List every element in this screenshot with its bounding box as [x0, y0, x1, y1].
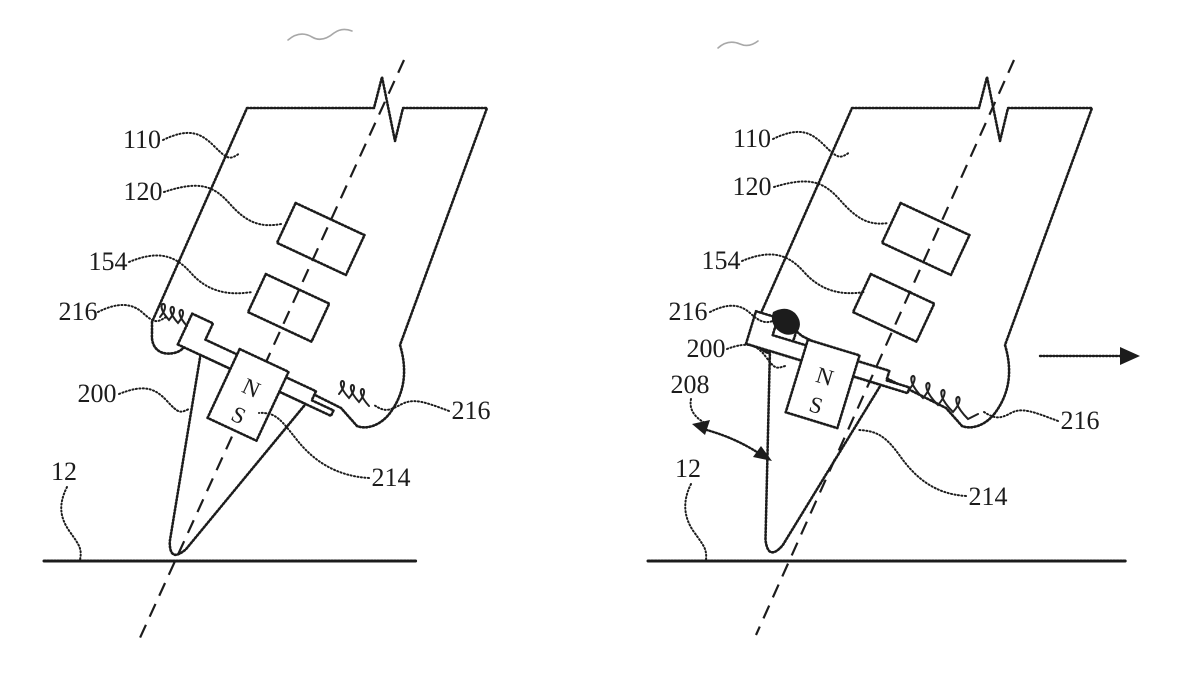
- scan-artifact: [717, 40, 759, 49]
- label-216-right: 216: [452, 396, 491, 425]
- leader-214: [858, 429, 967, 497]
- magnet: [784, 338, 861, 430]
- label-154: 154: [702, 246, 741, 275]
- leader-12: [684, 483, 708, 561]
- stylus-axis-dashed: [137, 59, 406, 641]
- leader-200: [118, 387, 190, 413]
- coil-spring-left: [159, 302, 188, 327]
- coil-spring-left-compressed: [771, 308, 800, 335]
- label-12: 12: [675, 454, 701, 483]
- label-214: 214: [372, 463, 411, 492]
- leader-110: [162, 131, 241, 159]
- figure-right: N S 110 120 154 216 200 208 12 21: [646, 59, 1140, 636]
- body-components: [246, 201, 366, 343]
- label-216-right: 216: [1061, 406, 1100, 435]
- leader-216-right: [373, 400, 450, 412]
- component-120: [275, 201, 366, 277]
- lateral-movement-arrow: [1038, 347, 1140, 365]
- label-216-left: 216: [669, 297, 708, 326]
- leader-120: [163, 184, 282, 227]
- coil-spring-right-extended: [907, 375, 979, 421]
- magnet-group: N S: [206, 347, 290, 443]
- leader-216-right: [983, 409, 1059, 422]
- leader-200: [726, 343, 786, 369]
- label-208: 208: [671, 370, 710, 399]
- coil-spring-right: [338, 380, 370, 407]
- label-120: 120: [124, 177, 163, 206]
- leader-12: [60, 486, 82, 561]
- figure-left: N S 110 120 154 216 200 12 214 216: [42, 59, 491, 641]
- label-120: 120: [733, 172, 772, 201]
- label-200: 200: [78, 379, 117, 408]
- tilt-double-arrow: [692, 420, 772, 461]
- scan-artifact: [287, 28, 353, 41]
- leader-214: [258, 411, 370, 479]
- leader-216-left: [97, 304, 167, 323]
- label-214: 214: [969, 482, 1008, 511]
- component-120: [880, 201, 971, 277]
- label-110: 110: [733, 124, 771, 153]
- leader-110: [772, 130, 851, 158]
- arrow-head-downright: [753, 446, 772, 461]
- magnet-group: N S: [784, 338, 861, 430]
- arrow-head-upleft: [692, 420, 710, 435]
- stylus-axis-dashed: [754, 59, 1016, 636]
- leader-120: [773, 180, 889, 225]
- label-216-left: 216: [59, 297, 98, 326]
- magnet-north-label: N: [813, 362, 837, 391]
- leader-216-left: [709, 304, 778, 324]
- arrow-head-right: [1120, 347, 1140, 365]
- leader-208: [689, 398, 706, 424]
- magnet: [206, 347, 290, 443]
- leader-154: [741, 253, 865, 295]
- component-154: [246, 272, 331, 343]
- label-110: 110: [123, 125, 161, 154]
- label-12: 12: [51, 457, 77, 486]
- label-154: 154: [89, 247, 128, 276]
- label-200: 200: [687, 334, 726, 363]
- double-arrow-shaft: [701, 427, 762, 456]
- leader-154: [128, 254, 253, 295]
